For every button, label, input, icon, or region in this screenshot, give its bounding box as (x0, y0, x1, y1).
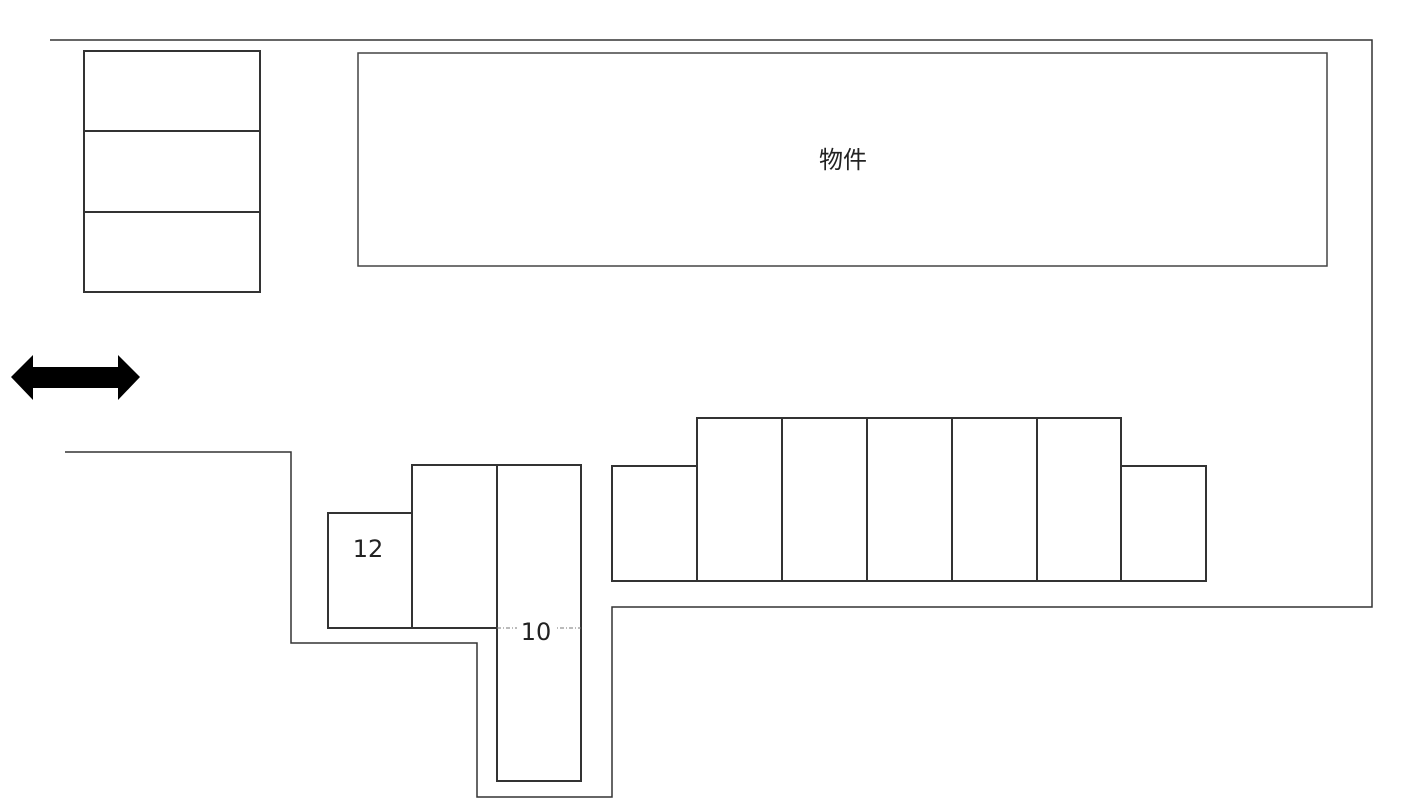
parking-spot[interactable] (83, 130, 261, 213)
double-arrow-icon (11, 355, 140, 400)
parking-spot[interactable] (951, 417, 1038, 582)
parking-spot[interactable] (83, 211, 261, 293)
parking-spot[interactable] (781, 417, 868, 582)
lower-left-spots (327, 464, 582, 782)
spot-10-label-bg (517, 615, 555, 643)
site-boundary (50, 39, 1373, 798)
spot-10-label: 10 (521, 618, 552, 646)
parking-spot[interactable] (696, 417, 783, 582)
building-label: 物件 (819, 146, 867, 174)
parking-spot[interactable] (1120, 465, 1207, 582)
building: 物件 (357, 52, 1328, 267)
parking-spot[interactable] (83, 50, 261, 132)
left-stack-spots (83, 50, 261, 293)
parking-spot-12[interactable] (327, 512, 413, 629)
parking-spot[interactable] (1036, 417, 1122, 582)
parking-spot[interactable] (611, 465, 698, 582)
building-outline (357, 52, 1328, 267)
boundary-top-right (50, 39, 1373, 798)
parking-spot-11[interactable] (411, 464, 498, 629)
parking-spot[interactable] (866, 417, 953, 582)
right-row-spots (611, 417, 1207, 582)
spot-12-label: 12 (353, 535, 384, 563)
